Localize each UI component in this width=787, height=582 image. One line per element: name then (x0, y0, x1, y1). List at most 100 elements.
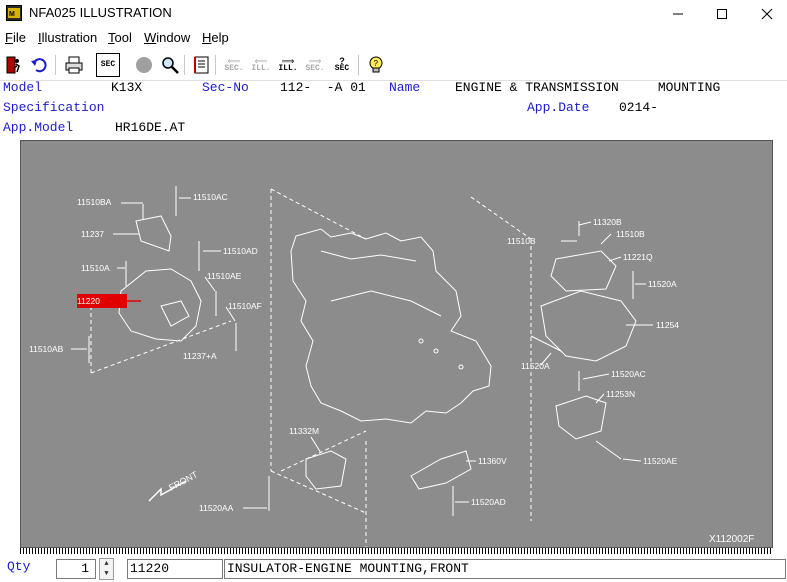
exit-button[interactable] (2, 53, 26, 77)
menu-window-label: indow (156, 30, 191, 45)
part-label-11221Q[interactable]: 11221Q (623, 252, 653, 262)
insulator-11253N (555, 395, 607, 440)
part-label-11520AA[interactable]: 11520AA (199, 503, 234, 513)
part-label-11237[interactable]: 11237 (81, 229, 104, 239)
menu-bar: File Illustration Tool Window Help (0, 28, 787, 48)
print-button[interactable] (62, 53, 86, 77)
part-label-11510B-right[interactable]: 11510B (616, 229, 645, 239)
close-button[interactable] (744, 0, 787, 27)
part-label-11510A[interactable]: 11510A (81, 263, 110, 273)
part-label-11510B-left[interactable]: 11510B (507, 236, 536, 246)
name-label: Name (389, 80, 421, 95)
part-label-11360V[interactable]: 11360V (478, 456, 507, 466)
list-document-icon (194, 56, 209, 74)
maximize-icon (717, 8, 727, 19)
part-label-11332M[interactable]: 11332M (289, 426, 319, 436)
undo-arrow-icon (31, 58, 47, 73)
part-label-11320B[interactable]: 11320B (593, 217, 622, 227)
menu-window-accel: W (144, 30, 157, 45)
left-bracket-guide (90, 301, 232, 374)
search-button[interactable] (158, 53, 182, 77)
part-label-11510AF[interactable]: 11510AF (228, 301, 262, 311)
back-button[interactable] (27, 53, 51, 77)
toolbar: SEC ⟸SEC. ⟸ILL. ⟹ILL. ⟹SEC. ?SEC (0, 50, 787, 81)
front-direction-label: FRONT (167, 469, 200, 493)
part-label-11510AB[interactable]: 11510AB (29, 344, 64, 354)
secno-label: Sec-No (202, 80, 249, 95)
bracket-11332M (305, 450, 347, 490)
engine-detail-line (320, 250, 417, 262)
part-label-11254[interactable]: 11254 (656, 320, 679, 330)
illustration-canvas[interactable]: 11510BA 11510AC 11237 11510AD 11510A 115… (20, 140, 773, 548)
spin-down-icon[interactable]: ▼ (104, 570, 109, 578)
illustration-scale-ruler (20, 548, 773, 554)
hint-button[interactable]: ? (364, 53, 388, 77)
rod-11360V (410, 450, 472, 490)
qty-label: Qty (7, 559, 31, 574)
lower-guide (280, 430, 367, 547)
maximize-button[interactable] (699, 0, 745, 27)
next-illustration-label: ILL. (278, 64, 298, 73)
part-label-11520AC[interactable]: 11520AC (611, 369, 646, 379)
section-button-label: SEC (100, 60, 116, 69)
left-guide-plane (270, 188, 367, 514)
next-section-button[interactable]: ⟹SEC. (303, 53, 327, 77)
engine-detail-line (330, 290, 442, 317)
section-query-button[interactable]: ?SEC (330, 53, 354, 77)
minimize-button[interactable] (655, 0, 701, 27)
app-date-value: 0214- (619, 100, 659, 115)
part-label-11510AD[interactable]: 11510AD (223, 246, 258, 256)
part-label-11510AE[interactable]: 11510AE (207, 271, 242, 281)
printer-icon (65, 56, 83, 74)
window-title: NFA025 ILLUSTRATION (29, 5, 172, 20)
menu-window[interactable]: Window (144, 30, 190, 45)
parts-list-button[interactable] (189, 53, 213, 77)
prev-section-button[interactable]: ⟸SEC. (222, 53, 246, 77)
spin-up-icon[interactable]: ▲ (104, 560, 109, 568)
svg-text:M: M (9, 11, 15, 18)
qty-input[interactable]: 1 (56, 559, 96, 579)
menu-help[interactable]: Help (202, 30, 229, 45)
model-value: K13X (111, 80, 143, 95)
part-number-field[interactable]: 11220 (127, 559, 223, 579)
illustration-code: X112002F (709, 534, 754, 545)
minimize-icon (673, 13, 683, 14)
part-label-11520A-low[interactable]: 11520A (521, 361, 550, 371)
lightbulb-icon: ? (369, 56, 383, 73)
qty-spinner[interactable]: ▲ ▼ (99, 558, 114, 580)
part-label-11510AC[interactable]: 11510AC (193, 192, 228, 202)
menu-tool[interactable]: Tool (108, 30, 132, 45)
section-button[interactable]: SEC (96, 53, 120, 77)
arrow-right-icon: ⟹ (308, 56, 322, 66)
record-button[interactable] (132, 53, 156, 77)
part-label-11520A[interactable]: 11520A (648, 279, 677, 289)
insulator-11221Q (550, 250, 617, 292)
arrow-left-icon: ⟸ (254, 56, 268, 66)
part-label-11253N[interactable]: 11253N (606, 389, 635, 399)
transmission-mount-bracket (540, 290, 637, 362)
part-label-11520AE[interactable]: 11520AE (643, 456, 678, 466)
bracket-11237 (135, 215, 172, 252)
gray-circle-icon (136, 57, 152, 73)
prev-illustration-button[interactable]: ⟸ILL. (249, 53, 273, 77)
toolbar-separator (358, 55, 359, 75)
part-label-11237A[interactable]: 11237+A (183, 351, 217, 361)
mount-insulator-body (160, 300, 190, 327)
part-label-11520AD[interactable]: 11520AD (471, 497, 506, 507)
menu-illustration[interactable]: Illustration (38, 30, 97, 45)
menu-file-label: ile (12, 30, 26, 45)
menu-tool-label: ool (114, 30, 132, 45)
part-label-11510BA[interactable]: 11510BA (77, 197, 112, 207)
exit-door-icon (6, 56, 20, 74)
next-illustration-button[interactable]: ⟹ILL. (276, 53, 300, 77)
menu-file[interactable]: File (5, 30, 26, 45)
arrow-right-icon: ⟹ (281, 56, 295, 66)
part-name-field[interactable]: INSULATOR-ENGINE MOUNTING,FRONT (224, 559, 786, 579)
arrow-left-icon: ⟸ (227, 56, 241, 66)
specification-label: Specification (3, 100, 105, 115)
part-label-11220-selected[interactable]: 11220 (77, 296, 100, 306)
app-model-value: HR16DE.AT (115, 120, 186, 135)
menu-illustration-label: llustration (41, 30, 98, 45)
menu-help-label: elp (211, 30, 229, 45)
prev-section-label: SEC. (224, 64, 244, 73)
